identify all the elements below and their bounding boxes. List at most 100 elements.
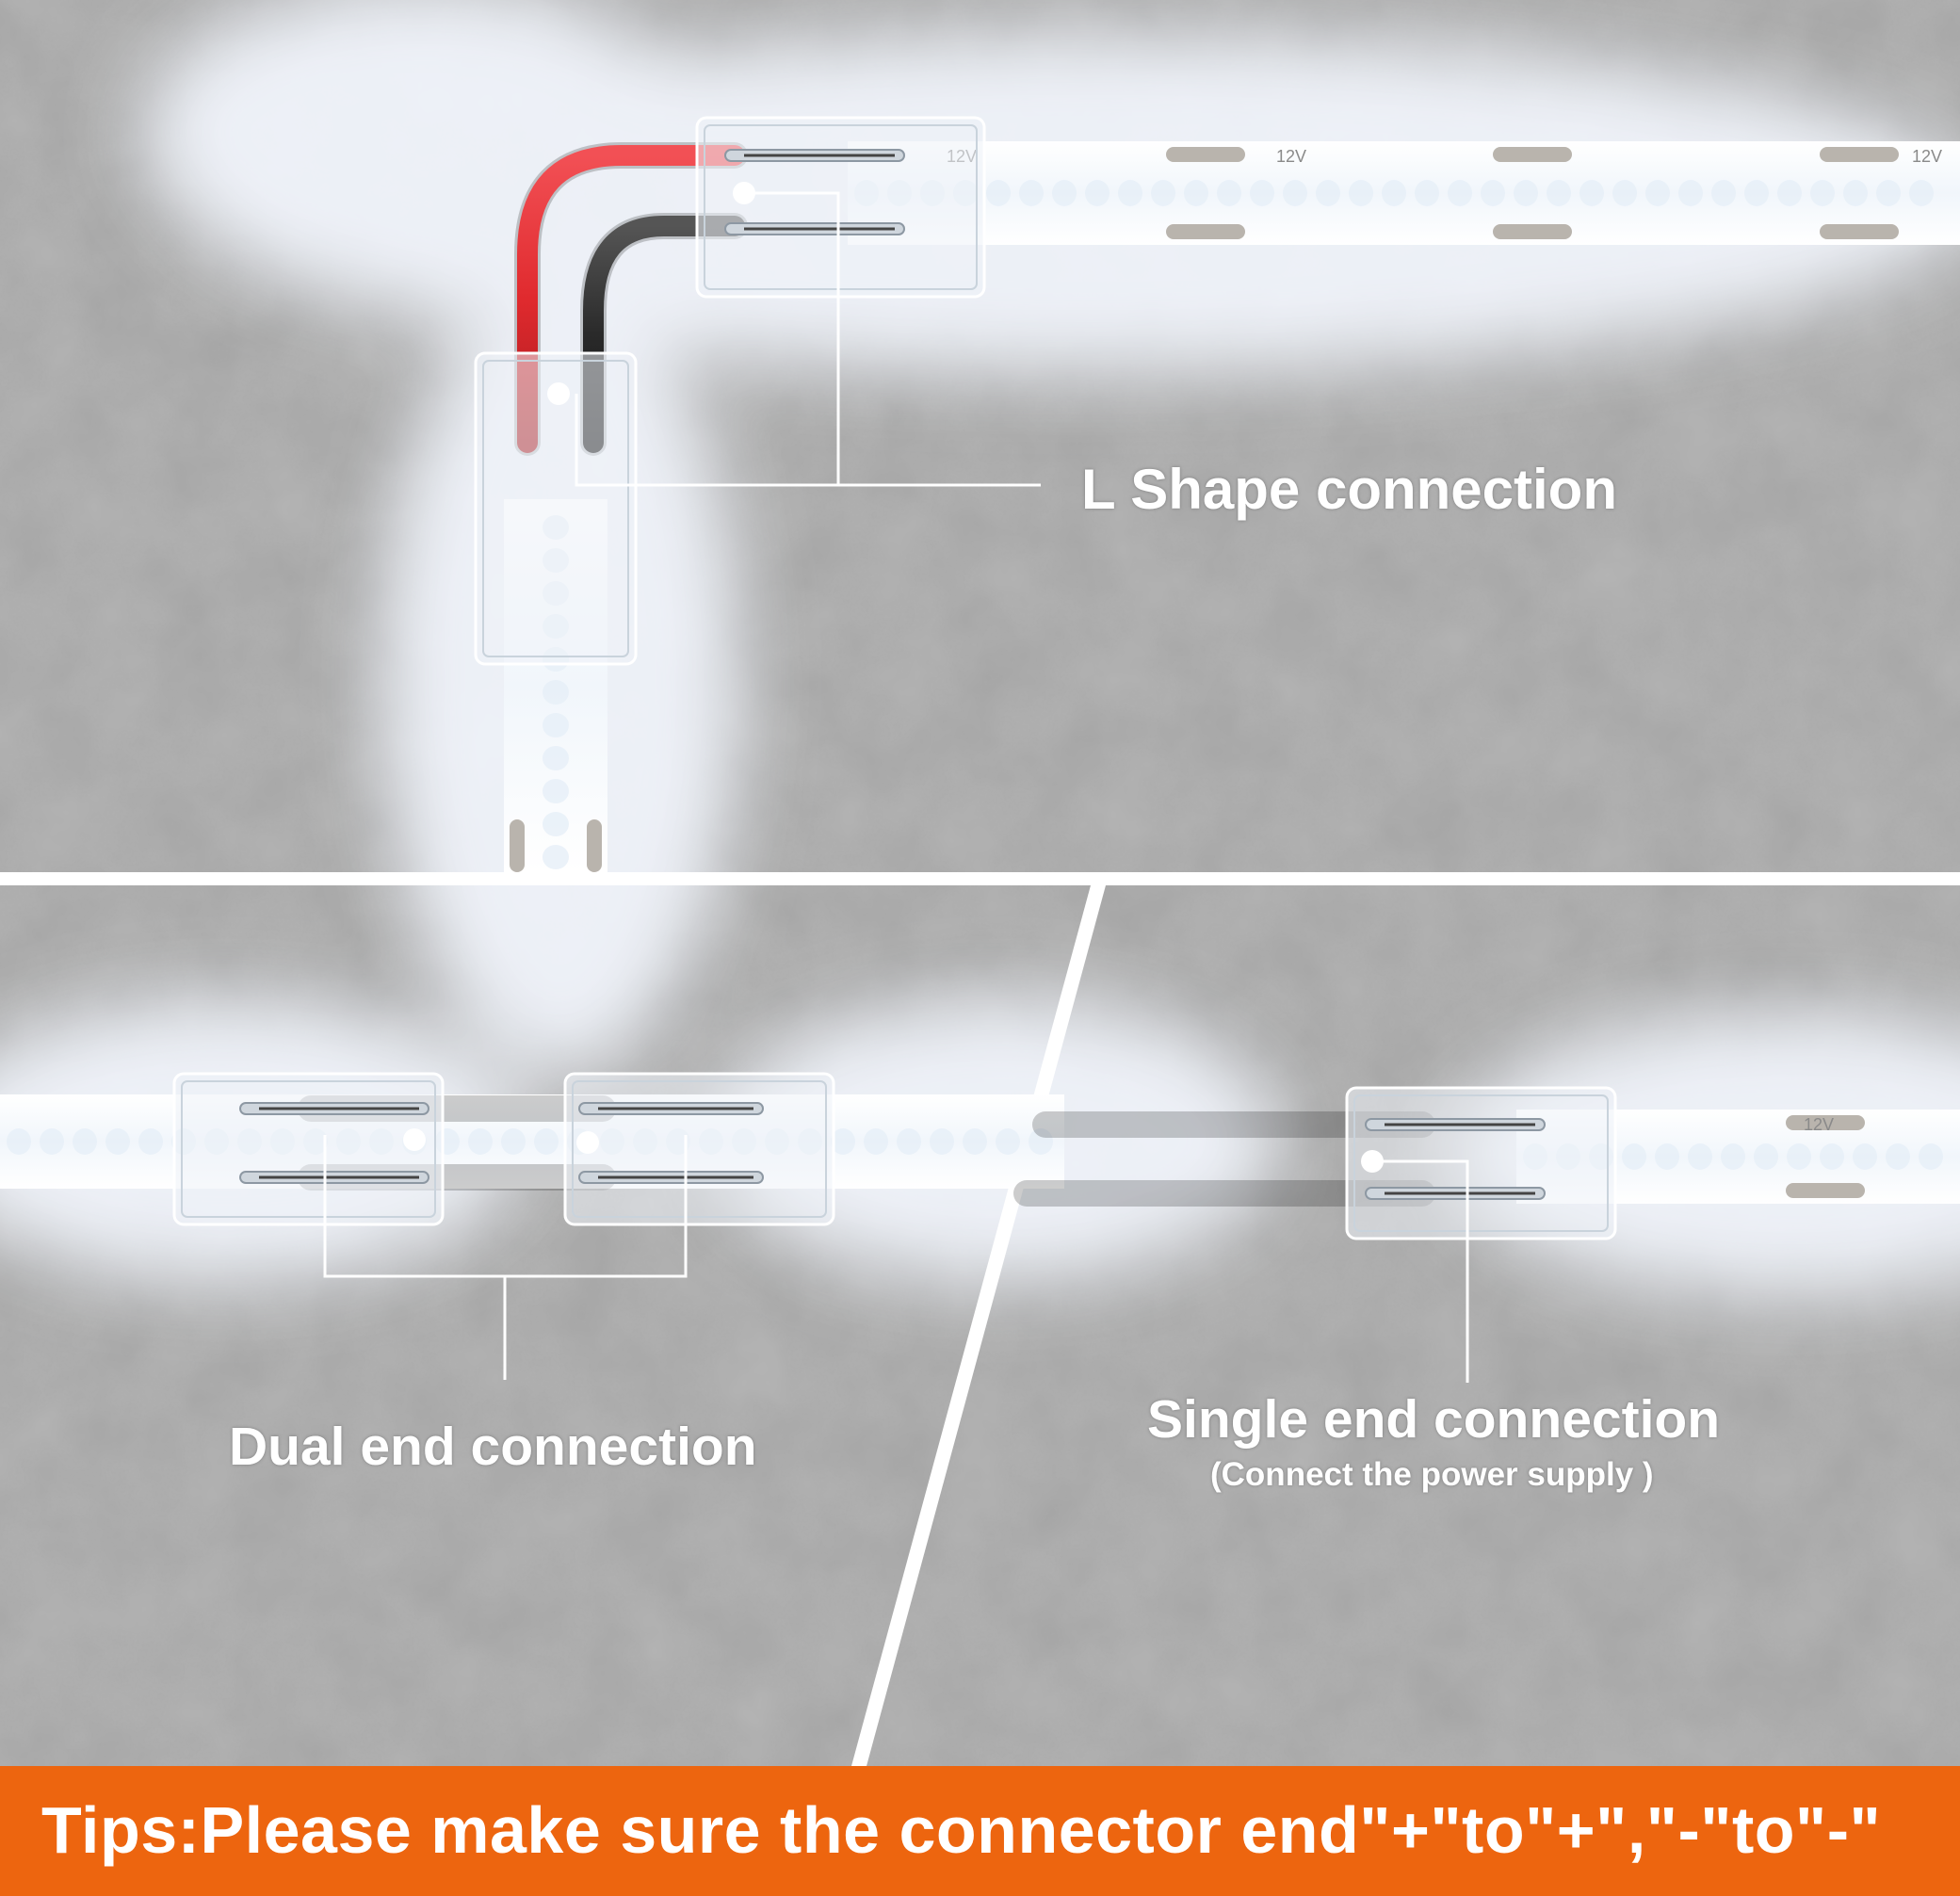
led-chip bbox=[1118, 180, 1142, 206]
dual-right-connector bbox=[563, 1072, 835, 1226]
connector-inner bbox=[1353, 1094, 1609, 1232]
led-chip bbox=[1744, 180, 1769, 206]
led-chip bbox=[1721, 1143, 1745, 1170]
vertical-connector bbox=[474, 351, 638, 666]
led-chip bbox=[1052, 180, 1077, 206]
dual-end-leader-line bbox=[323, 1135, 688, 1380]
polarity-dot bbox=[576, 1131, 599, 1154]
connector-housing bbox=[695, 116, 986, 299]
led-chip bbox=[1787, 1143, 1811, 1170]
led-chip bbox=[1415, 180, 1439, 206]
led-chip bbox=[543, 779, 569, 803]
led-chip bbox=[543, 713, 569, 737]
connector-housing bbox=[1345, 1086, 1617, 1240]
led-chip bbox=[1622, 1143, 1646, 1170]
led-chip bbox=[73, 1128, 97, 1155]
led-chip bbox=[543, 845, 569, 869]
solder-pad bbox=[1786, 1183, 1865, 1198]
led-chip bbox=[1217, 180, 1241, 206]
connector-inner bbox=[704, 124, 978, 290]
led-chip bbox=[1678, 180, 1703, 206]
led-chip bbox=[1777, 180, 1802, 206]
led-chip bbox=[963, 1128, 987, 1155]
led-chip bbox=[864, 1128, 888, 1155]
led-chip bbox=[1853, 1143, 1877, 1170]
solder-pad bbox=[587, 819, 602, 872]
led-chip bbox=[1547, 180, 1571, 206]
led-chip bbox=[543, 746, 569, 770]
connector-inner bbox=[572, 1080, 827, 1218]
black-wire bbox=[583, 216, 745, 453]
led-chip bbox=[138, 1128, 163, 1155]
led-chip bbox=[1711, 180, 1736, 206]
led-chip bbox=[1283, 180, 1307, 206]
polarity-dot bbox=[403, 1128, 426, 1151]
led-chip bbox=[1754, 1143, 1778, 1170]
voltage-marking: 12V bbox=[1276, 147, 1306, 166]
solder-pad bbox=[1820, 147, 1899, 162]
led-chip bbox=[1250, 180, 1274, 206]
led-chip bbox=[40, 1128, 64, 1155]
led-chip bbox=[1919, 1143, 1943, 1170]
tips-banner: Tips:Please make sure the connector end"… bbox=[0, 1766, 1960, 1896]
connector-housing bbox=[563, 1072, 835, 1226]
connector-housing bbox=[474, 351, 638, 666]
led-chip bbox=[1612, 180, 1637, 206]
led-chip bbox=[7, 1128, 31, 1155]
l-shape-leader-line bbox=[575, 191, 1041, 487]
solder-pad bbox=[510, 819, 525, 872]
led-chip bbox=[1184, 180, 1208, 206]
solder-pad bbox=[1166, 147, 1245, 162]
led-chip bbox=[897, 1128, 921, 1155]
top-connector bbox=[695, 116, 986, 299]
solder-pad bbox=[1820, 224, 1899, 239]
connector-inner bbox=[482, 360, 629, 657]
led-chip bbox=[543, 680, 569, 705]
connector-inner bbox=[181, 1080, 436, 1218]
led-chip bbox=[986, 180, 1011, 206]
solder-pad bbox=[1786, 1115, 1865, 1130]
voltage-marking: 12V bbox=[1804, 1115, 1834, 1134]
solder-pad bbox=[1493, 147, 1572, 162]
led-chip bbox=[996, 1128, 1020, 1155]
led-chip bbox=[1909, 180, 1934, 206]
led-chip bbox=[1382, 180, 1406, 206]
led-chip bbox=[1349, 180, 1373, 206]
single-connector bbox=[1345, 1086, 1617, 1240]
led-chip bbox=[1481, 180, 1505, 206]
led-chip bbox=[1843, 180, 1868, 206]
led-chip bbox=[1514, 180, 1538, 206]
led-chip bbox=[1876, 180, 1901, 206]
polarity-dot bbox=[547, 382, 570, 405]
led-chip bbox=[831, 1128, 855, 1155]
led-chip bbox=[1316, 180, 1340, 206]
led-chip bbox=[1019, 180, 1044, 206]
dual-left-connector bbox=[172, 1072, 445, 1226]
single-end-leader-line bbox=[1372, 1159, 1469, 1383]
voltage-marking: 12V bbox=[1912, 147, 1942, 166]
dual-end-connection-label: Dual end connection bbox=[229, 1417, 757, 1477]
l-shape-connection-label: L Shape connection bbox=[1081, 458, 1617, 521]
led-chip bbox=[1085, 180, 1110, 206]
led-chip bbox=[1655, 1143, 1679, 1170]
led-chip bbox=[1448, 180, 1472, 206]
led-chip bbox=[1810, 180, 1835, 206]
led-chip bbox=[1579, 180, 1604, 206]
led-chip bbox=[1151, 180, 1175, 206]
connector-housing bbox=[172, 1072, 445, 1226]
led-chip bbox=[1688, 1143, 1712, 1170]
led-chip bbox=[930, 1128, 954, 1155]
power-supply-note: (Connect the power supply ) bbox=[1210, 1456, 1654, 1493]
led-chip bbox=[105, 1128, 130, 1155]
led-chip bbox=[534, 1128, 559, 1155]
led-chip bbox=[468, 1128, 493, 1155]
led-chip bbox=[543, 812, 569, 836]
tips-text: Tips:Please make sure the connector end"… bbox=[41, 1793, 1882, 1867]
red-wire bbox=[517, 145, 745, 453]
panel-divider-horizontal bbox=[0, 872, 1960, 885]
led-chip bbox=[1645, 180, 1670, 206]
single-end-connection-label: Single end connection bbox=[1147, 1389, 1721, 1450]
